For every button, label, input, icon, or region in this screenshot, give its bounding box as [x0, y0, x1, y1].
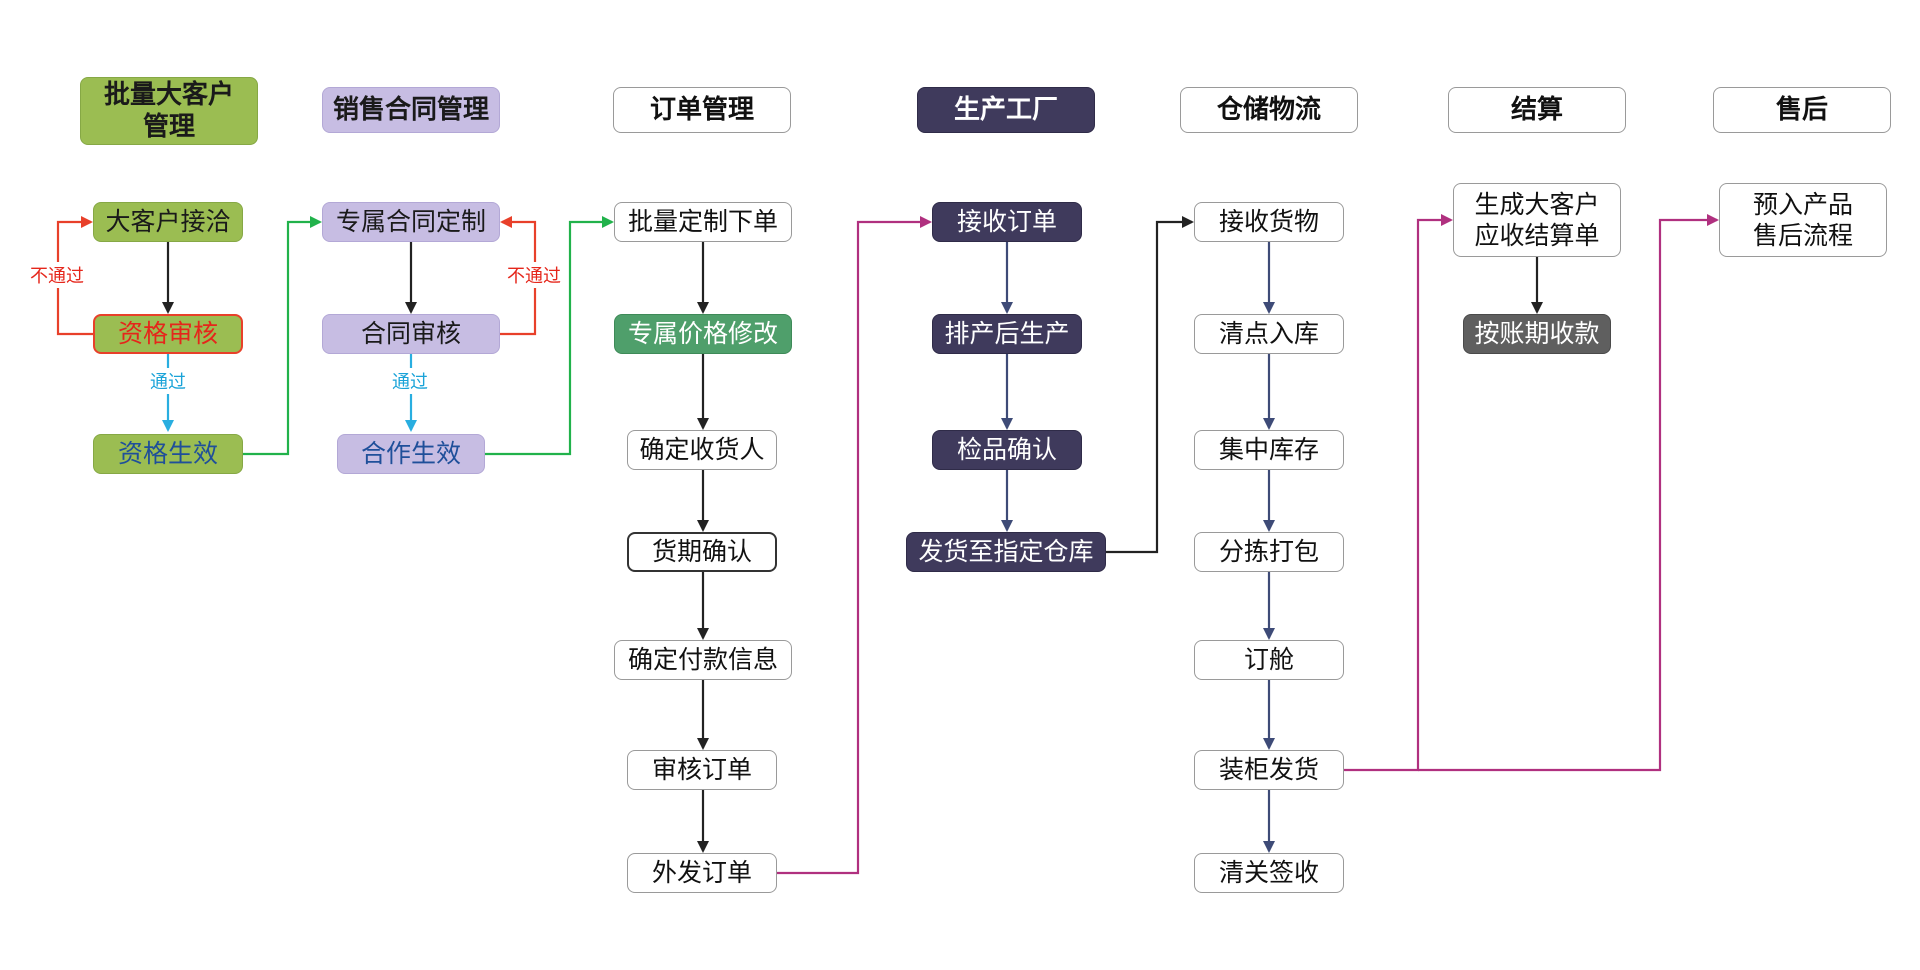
flow-node-c1n2: 资格审核	[93, 314, 243, 354]
flow-node-label: 资格生效	[117, 439, 218, 469]
flow-node-label: 货期确认	[651, 537, 752, 567]
edge-c1-to-c2	[243, 216, 322, 456]
flow-node-label: 分拣打包	[1218, 537, 1319, 567]
flow-node-c2n3: 合作生效	[337, 434, 485, 474]
flow-node-label: 发货至指定仓库	[918, 537, 1094, 567]
flow-node-c2n1: 专属合同定制	[322, 202, 500, 242]
edge-c4-to-c5	[1106, 216, 1194, 554]
edge-c3-to-c4	[777, 216, 932, 875]
flow-node-label: 批量定制下单	[627, 207, 778, 237]
flow-node-label: 清关签收	[1218, 858, 1319, 888]
flow-node-c3n2: 专属价格修改	[614, 314, 792, 354]
flow-node-c3n3: 确定收货人	[627, 430, 777, 470]
flow-node-label: 专属合同定制	[335, 207, 486, 237]
flow-node-c5n3: 集中库存	[1194, 430, 1344, 470]
lane-header-h7: 售后	[1713, 87, 1891, 133]
flow-node-c1n1: 大客户接洽	[93, 202, 243, 242]
edge-label-l2: 通过	[148, 368, 188, 394]
flow-node-c4n1: 接收订单	[932, 202, 1082, 242]
flow-node-c5n4: 分拣打包	[1194, 532, 1344, 572]
flow-node-label: 预入产品 售后流程	[1752, 189, 1853, 250]
lane-header-label: 批量大客户 管理	[103, 79, 234, 143]
flow-node-c5n1: 接收货物	[1194, 202, 1344, 242]
lane-header-label: 生产工厂	[953, 94, 1058, 125]
lane-header-h2: 销售合同管理	[322, 87, 500, 133]
flow-node-label: 接收货物	[1218, 207, 1319, 237]
flow-node-c5n7: 清关签收	[1194, 853, 1344, 893]
flow-node-label: 接收订单	[956, 207, 1057, 237]
lane-header-label: 结算	[1510, 94, 1563, 125]
flow-node-label: 资格审核	[117, 319, 218, 349]
edge-c2-to-c3	[485, 216, 614, 456]
lane-header-label: 销售合同管理	[332, 94, 489, 125]
flow-node-c4n3: 检品确认	[932, 430, 1082, 470]
lane-header-label: 订单管理	[649, 94, 754, 125]
flow-node-label: 合作生效	[360, 439, 461, 469]
edge-label-l1: 不通过	[28, 262, 86, 288]
flow-node-label: 装柜发货	[1218, 755, 1319, 785]
flow-node-c3n4: 货期确认	[627, 532, 777, 572]
flow-node-label: 集中库存	[1218, 435, 1319, 465]
flow-node-c6n2: 按账期收款	[1463, 314, 1611, 354]
flow-node-c4n4: 发货至指定仓库	[906, 532, 1106, 572]
edge-c5-to-c7	[1418, 214, 1719, 772]
lane-header-h3: 订单管理	[613, 87, 791, 133]
flow-node-label: 专属价格修改	[627, 319, 778, 349]
flow-node-label: 合同审核	[360, 319, 461, 349]
flow-node-c6n1: 生成大客户 应收结算单	[1453, 183, 1621, 257]
lane-header-h5: 仓储物流	[1180, 87, 1358, 133]
flow-node-label: 生成大客户 应收结算单	[1474, 189, 1600, 250]
lane-header-h4: 生产工厂	[917, 87, 1095, 133]
edge-c5-to-c6	[1344, 214, 1453, 772]
edge-label-l3: 不通过	[505, 262, 563, 288]
flow-node-c5n6: 装柜发货	[1194, 750, 1344, 790]
flow-node-label: 确定收货人	[639, 435, 765, 465]
flow-node-label: 大客户接洽	[105, 207, 231, 237]
flow-node-label: 清点入库	[1218, 319, 1319, 349]
lane-header-label: 仓储物流	[1216, 94, 1321, 125]
flow-node-label: 外发订单	[651, 858, 752, 888]
flow-node-c3n1: 批量定制下单	[614, 202, 792, 242]
lane-header-h1: 批量大客户 管理	[80, 77, 258, 145]
flow-node-c5n2: 清点入库	[1194, 314, 1344, 354]
edge-label-l4: 通过	[390, 368, 430, 394]
flow-node-c1n3: 资格生效	[93, 434, 243, 474]
flow-node-label: 审核订单	[651, 755, 752, 785]
flow-node-label: 检品确认	[956, 435, 1057, 465]
flow-node-c4n2: 排产后生产	[932, 314, 1082, 354]
flow-node-label: 排产后生产	[944, 319, 1070, 349]
lane-header-label: 售后	[1775, 94, 1828, 125]
lane-header-h6: 结算	[1448, 87, 1626, 133]
flow-node-c3n7: 外发订单	[627, 853, 777, 893]
flow-node-c3n5: 确定付款信息	[614, 640, 792, 680]
flow-node-c7n1: 预入产品 售后流程	[1719, 183, 1887, 257]
flow-node-c5n5: 订舱	[1194, 640, 1344, 680]
flow-node-label: 订舱	[1243, 645, 1294, 675]
flow-node-label: 按账期收款	[1474, 319, 1600, 349]
flow-node-c2n2: 合同审核	[322, 314, 500, 354]
flow-edges	[56, 214, 1719, 875]
flow-node-label: 确定付款信息	[627, 645, 778, 675]
flow-node-c3n6: 审核订单	[627, 750, 777, 790]
